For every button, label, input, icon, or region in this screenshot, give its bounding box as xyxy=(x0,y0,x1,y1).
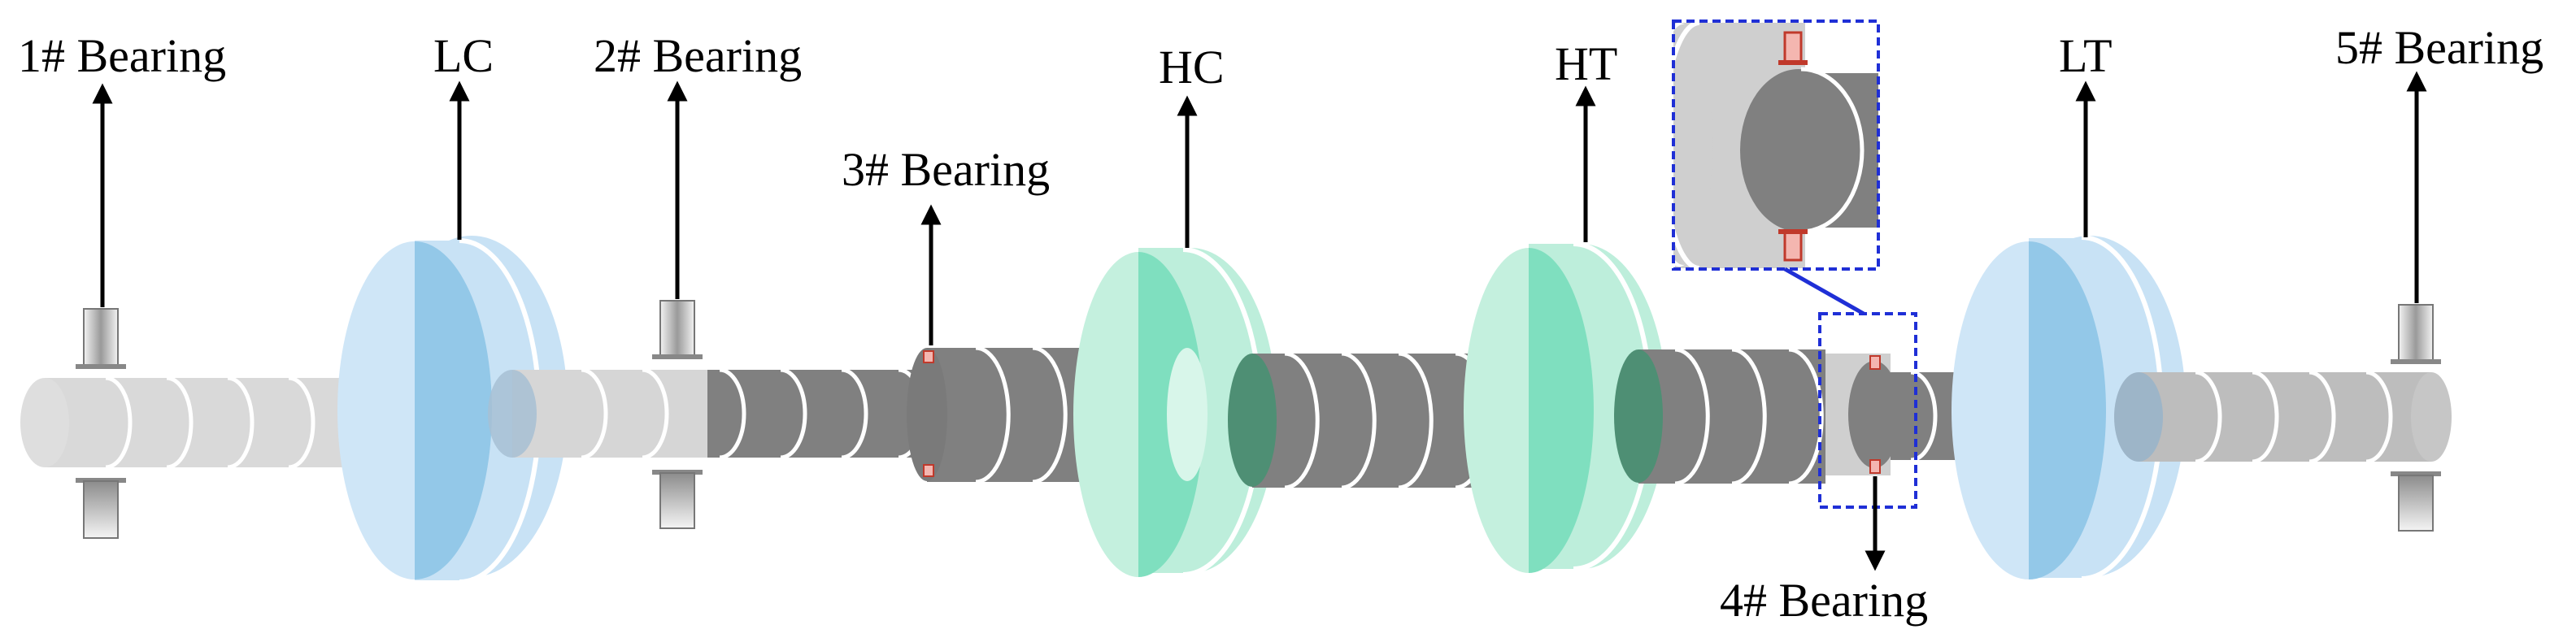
label-hc: HC xyxy=(1159,41,1225,93)
lc-disc xyxy=(337,236,568,584)
bearing-3-marker xyxy=(923,350,934,477)
label-bearing-1: 1# Bearing xyxy=(18,29,226,82)
bearing-1-support xyxy=(76,308,126,539)
bearing-2-support xyxy=(652,300,703,529)
lt-disc xyxy=(1952,235,2186,581)
light-shaft-lc-right xyxy=(488,367,707,460)
light-shaft-right xyxy=(2114,370,2452,464)
label-ht: HT xyxy=(1555,37,1617,90)
bearing-4-zoom-inset xyxy=(1672,20,1880,271)
dark-shaft-ht-right xyxy=(1614,347,1825,486)
ht-disc xyxy=(1464,241,1667,573)
bearing-4-highlight-box xyxy=(1818,312,1917,509)
label-bearing-3: 3# Bearing xyxy=(842,143,1050,196)
label-bearing-2: 2# Bearing xyxy=(594,29,802,82)
zoom-connector-line xyxy=(1783,267,1865,316)
bearing-5-support xyxy=(2391,304,2441,532)
label-lt: LT xyxy=(2059,29,2113,82)
arrows xyxy=(92,71,2427,571)
hc-disc xyxy=(1073,247,1277,577)
label-lc: LC xyxy=(433,29,494,82)
label-bearing-4: 4# Bearing xyxy=(1720,574,1928,627)
label-bearing-5: 5# Bearing xyxy=(2335,21,2543,74)
dark-shaft-low xyxy=(707,367,935,460)
